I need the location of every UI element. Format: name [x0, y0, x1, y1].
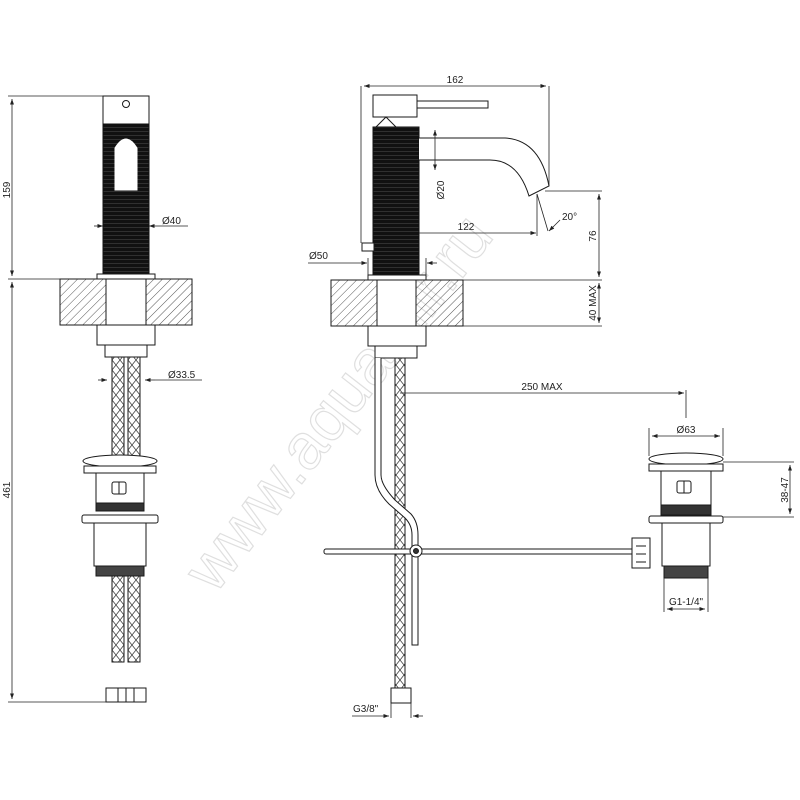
front-view [59, 95, 193, 703]
dim-spout-reach: 122 [458, 222, 475, 233]
drain-view [631, 452, 724, 579]
dim-total-height: 461 [2, 481, 13, 498]
drain-view-dimensions [648, 428, 794, 612]
dim-spout-angle: 20° [562, 212, 577, 223]
dim-hose-diameter: Ø33.5 [168, 370, 196, 381]
front-view-dimensions [8, 95, 202, 703]
dim-spout-diameter: Ø20 [436, 180, 447, 199]
watermark: www.aquamir.ru [169, 201, 507, 605]
dim-outlet-thread: G1-1/4" [669, 597, 704, 608]
dim-inlet-thread: G3/8" [353, 704, 379, 715]
dim-height-above-deck: 159 [2, 181, 13, 198]
side-view [323, 94, 635, 704]
dim-pullrod-length: 250 MAX [521, 382, 562, 393]
dim-deck-thickness: 40 MAX [588, 285, 599, 321]
dim-spout-height: 76 [588, 230, 599, 242]
dim-cap-diameter: Ø63 [677, 425, 696, 436]
dim-body-diameter: Ø40 [162, 216, 181, 227]
dim-base-diameter: Ø50 [309, 251, 328, 262]
side-view-dimensions [308, 84, 687, 718]
dim-basin-thickness: 38-47 [780, 477, 791, 503]
dim-overall-depth: 162 [447, 75, 464, 86]
